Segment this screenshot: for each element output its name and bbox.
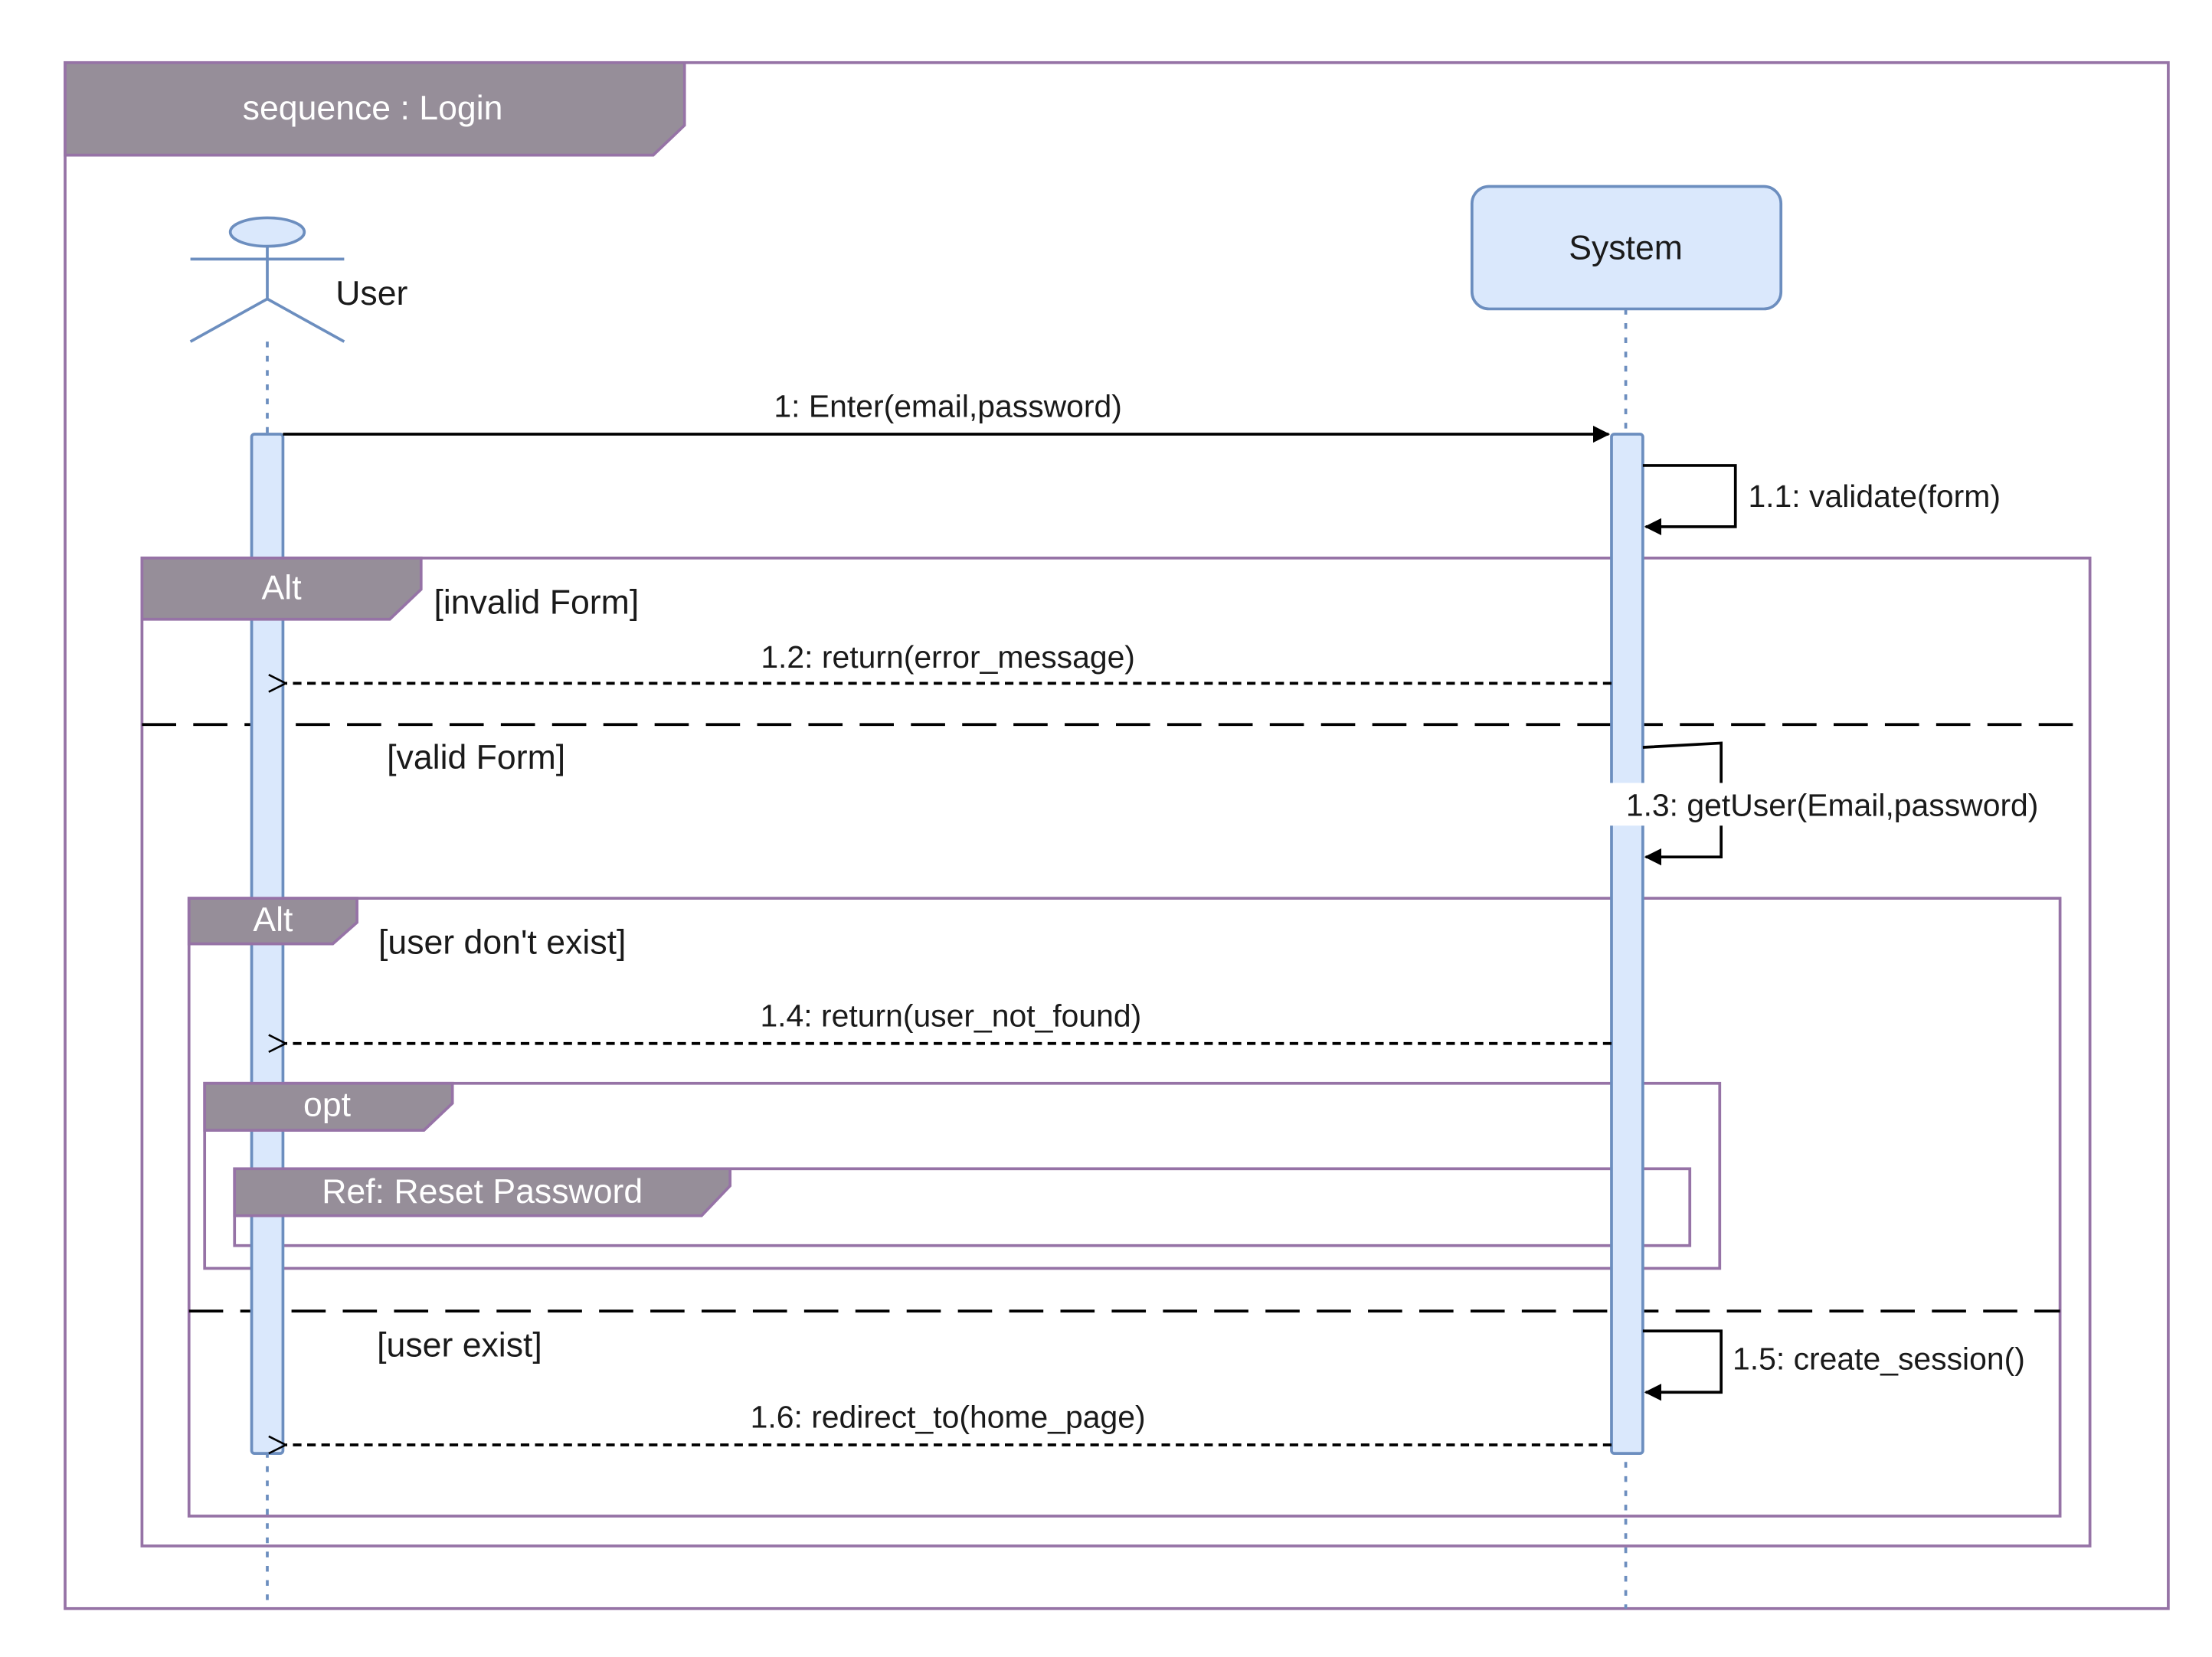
ref-header — [233, 1167, 732, 1217]
opt-header — [203, 1081, 454, 1132]
message-1-6-label: 1.6: redirect_to(home_page) — [751, 1400, 1146, 1435]
actor-user-label: User — [335, 275, 407, 312]
system-participant-label: System — [1569, 229, 1683, 266]
message-1-4-label: 1.4: return(user_not_found) — [760, 998, 1141, 1033]
actor-head — [228, 216, 306, 248]
alt-outer-fragment — [140, 556, 2092, 1548]
message-1-5-arrow — [1642, 1329, 1723, 1401]
ref-label: Ref: Reset Password — [322, 1173, 643, 1211]
opt-fragment — [203, 1081, 1722, 1270]
message-1-5-label: 1.5: create_session() — [1733, 1341, 2025, 1376]
alt-inner-label: Alt — [253, 901, 293, 939]
system-activation-bar — [1610, 433, 1644, 1456]
user-actor — [189, 216, 345, 343]
message-1-label: 1: Enter(email,password) — [774, 389, 1122, 424]
message-1-3-label: 1.3: getUser(Email,password) — [1626, 787, 2039, 822]
sequence-frame-header — [64, 60, 686, 157]
alt-outer-guard-2: [valid Form] — [387, 739, 565, 776]
alt-outer-label: Alt — [262, 570, 303, 607]
alt-outer-guard-1: [invalid Form] — [434, 583, 640, 621]
alt-inner-guard-2: [user exist] — [377, 1327, 542, 1364]
sequence-frame — [64, 60, 2170, 1610]
alt-inner-fragment — [187, 897, 2062, 1518]
alt-inner-guard-1: [user don't exist] — [378, 924, 626, 962]
message-1-3-label-bg — [1608, 783, 2057, 826]
message-1-1-arrow — [1642, 464, 1737, 536]
sequence-frame-title: sequence : Login — [243, 90, 503, 127]
alt-outer-header — [140, 556, 423, 621]
alt-inner-header — [187, 897, 358, 946]
opt-label: opt — [303, 1087, 352, 1124]
message-1-2-label: 1.2: return(error_message) — [761, 639, 1135, 675]
message-1-1-label: 1.1: validate(form) — [1748, 479, 2001, 514]
